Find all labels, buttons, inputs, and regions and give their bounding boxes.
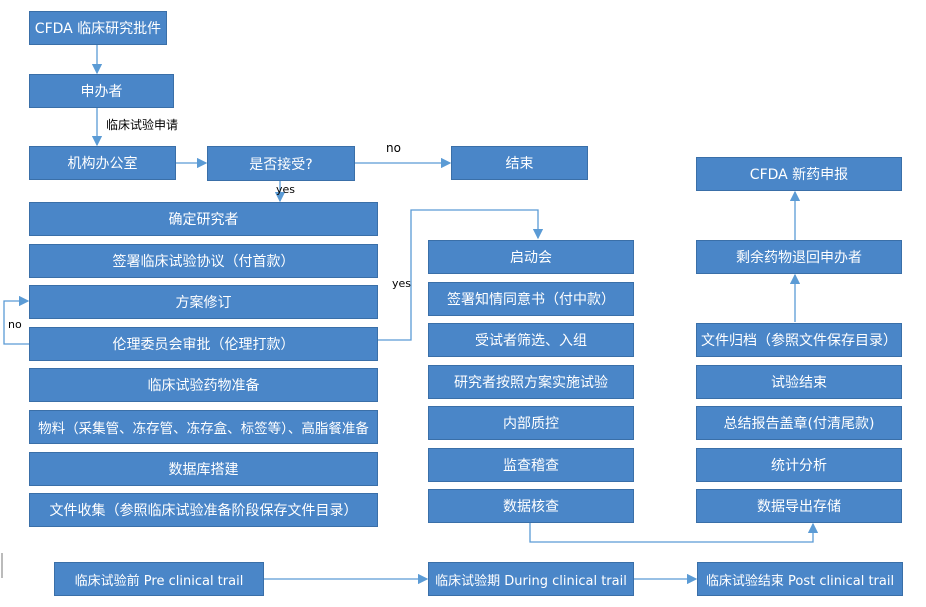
pre-step-ethics-review: 伦理委员会审批（伦理打款）	[29, 327, 378, 361]
post-step-statistics: 统计分析	[696, 448, 902, 482]
sponsor-box: 申办者	[29, 74, 174, 108]
accept-decision-box: 是否接受?	[207, 146, 355, 181]
pre-step-investigator: 确定研究者	[29, 202, 378, 236]
during-step-monitoring: 监查稽查	[428, 448, 634, 482]
during-step-qc: 内部质控	[428, 406, 634, 440]
loop-no-label: no	[8, 318, 22, 331]
during-step-screening: 受试者筛选、入组	[428, 323, 634, 357]
no-label: no	[386, 141, 401, 155]
during-step-conduct: 研究者按照方案实施试验	[428, 365, 634, 399]
post-step-report-seal: 总结报告盖章(付清尾款)	[696, 406, 902, 440]
pre-step-agreement: 签署临床试验协议（付首款）	[29, 244, 378, 278]
during-step-kickoff: 启动会	[428, 240, 634, 274]
loop-no-ethics-to-revision	[3, 295, 30, 345]
pre-step-materials: 物料（采集管、冻存管、冻存盒、标签等）、高脂餐准备	[29, 410, 378, 444]
yes-label: yes	[276, 183, 296, 196]
post-step-cfda-filing: CFDA 新药申报	[696, 157, 902, 191]
during-step-consent: 签署知情同意书（付中款）	[428, 282, 634, 316]
during-step-data-check: 数据核查	[428, 489, 634, 523]
line-ethics-to-kickoff	[378, 209, 544, 341]
pre-step-drug-prep: 临床试验药物准备	[29, 368, 378, 402]
post-step-data-export: 数据导出存储	[696, 489, 902, 523]
pre-step-database: 数据库搭建	[29, 452, 378, 486]
post-step-trial-end: 试验结束	[696, 365, 902, 399]
phase-during: 临床试验期 During clinical trail	[428, 562, 634, 596]
end-box: 结束	[451, 146, 588, 180]
post-step-drug-return: 剩余药物退回申办者	[696, 240, 902, 274]
line-datacheck-to-export	[529, 522, 819, 543]
office-box: 机构办公室	[29, 146, 176, 180]
cfda-approval-box: CFDA 临床研究批件	[29, 11, 167, 45]
pre-step-documents: 文件收集（参照临床试验准备阶段保存文件目录）	[29, 493, 378, 527]
loop-yes-label: yes	[392, 277, 412, 290]
post-step-archive: 文件归档（参照文件保存目录）	[696, 323, 902, 357]
pre-step-protocol-revision: 方案修订	[29, 285, 378, 319]
phase-post: 临床试验结束 Post clinical trail	[697, 562, 903, 596]
phase-pre: 临床试验前 Pre clinical trail	[54, 562, 264, 596]
apply-label: 临床试验申请	[106, 118, 179, 132]
